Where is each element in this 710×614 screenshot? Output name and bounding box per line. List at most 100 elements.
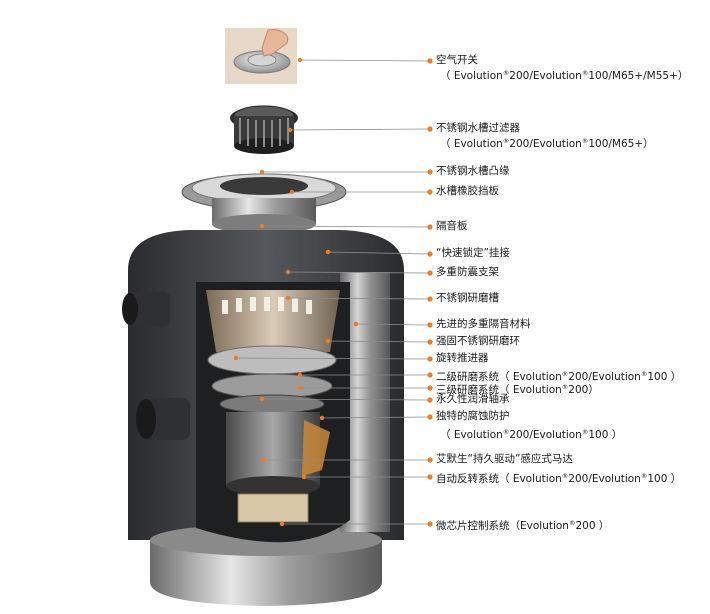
- leader-tip-dot: [233, 355, 239, 361]
- registered-mark: ®: [502, 137, 510, 145]
- registered-mark: ®: [581, 428, 589, 436]
- callout-anti-vibration: 多重防震支架: [436, 266, 499, 279]
- callout-text: 隔音板: [436, 220, 468, 232]
- leader-tip-dot: [259, 396, 265, 402]
- callout-text: 永久性润滑轴承: [436, 393, 510, 405]
- callout-text: 艾默生“持久驱动”感应式马达: [436, 453, 573, 465]
- callout-text: 微芯片控制系统（Evolution: [436, 520, 569, 532]
- models-part-1: （ Evolution: [440, 429, 503, 441]
- leader-tip-dot: [325, 338, 331, 344]
- leader-dot: [427, 521, 433, 527]
- leader-dot: [427, 322, 433, 328]
- registered-mark: ®: [502, 428, 510, 436]
- sink-flange-image: [181, 173, 347, 234]
- leader-line: [287, 297, 429, 300]
- registered-mark: ®: [640, 370, 648, 378]
- callout-models: （ Evolution®200/Evolution®100/M65+）: [436, 135, 654, 151]
- models-part-1: （ Evolution: [440, 138, 503, 150]
- callout-sound-baffle: 隔音板: [436, 220, 468, 233]
- models-part-3: 100/M65+/M55+）: [588, 70, 689, 82]
- callout-auto-reverse: 自动反转系统（ Evolution®200/Evolution®100 ）: [436, 470, 681, 486]
- callout-text: 不锈钢水槽凸缘: [436, 165, 510, 177]
- leader-tip-dot: [289, 189, 295, 195]
- leader-tip-dot: [319, 415, 325, 421]
- leader-line: [261, 225, 429, 228]
- callout-induction-motor: 艾默生“持久驱动”感应式马达: [436, 453, 573, 466]
- callout-text: 空气开关: [436, 54, 478, 66]
- callout-text: 三级研磨系统（ Evolution: [436, 384, 562, 396]
- callout-air-switch: 空气开关 （ Evolution®200/Evolution®100/M65+/…: [436, 54, 688, 83]
- callout-grind-ring: 强固不锈钢研磨环: [436, 335, 520, 348]
- leader-dot: [427, 126, 433, 132]
- leader-line: [355, 323, 429, 326]
- leader-tip-dot: [287, 127, 293, 133]
- callout-text: 不锈钢水槽过滤器: [436, 122, 520, 134]
- leader-tip-dot: [297, 372, 303, 378]
- leader-dot: [427, 474, 433, 480]
- callout-swivel-impellers: 旋转推进器: [436, 352, 489, 365]
- callout-models: （ Evolution®200/Evolution®100/M65+/M55+）: [436, 67, 688, 83]
- leader-dot: [427, 457, 433, 463]
- callout-text: 旋转推进器: [436, 352, 489, 364]
- registered-mark: ®: [568, 519, 576, 527]
- callout-text: 独特的腐蚀防护: [436, 410, 510, 422]
- callout-grinding-chamber: 不锈钢研磨槽: [436, 292, 499, 305]
- callout-text: 多重防震支架: [436, 266, 499, 278]
- leader-dot: [427, 270, 433, 276]
- registered-mark: ®: [502, 69, 510, 77]
- models-part-3: 100 ）: [647, 371, 682, 383]
- callout-text: 先进的多重隔音材料: [436, 318, 531, 330]
- leader-tip-dot: [353, 321, 359, 327]
- models-part-2: 200）: [568, 384, 599, 396]
- registered-mark: ®: [581, 69, 589, 77]
- callout-text: 自动反转系统（ Evolution: [436, 473, 562, 485]
- leader-dot: [427, 385, 433, 391]
- callout-models: （ Evolution®200/Evolution®100 ）: [436, 426, 622, 442]
- leader-tip-dot: [285, 269, 291, 275]
- leader-tip-dot: [261, 457, 267, 463]
- leader-dot: [427, 58, 433, 64]
- leader-dot: [427, 414, 433, 420]
- leader-dot: [427, 169, 433, 175]
- leader-dot: [427, 356, 433, 362]
- callout-text: 二级研磨系统（ Evolution: [436, 371, 562, 383]
- models-part-2: 200/Evolution: [509, 70, 582, 82]
- leader-dot: [427, 224, 433, 230]
- leader-tip-dot: [297, 57, 303, 63]
- leader-dot: [427, 397, 433, 403]
- models-part-2: 200/Evolution: [509, 138, 582, 150]
- callout-sink-flange: 不锈钢水槽凸缘: [436, 165, 510, 178]
- callout-text: “快速锁定”挂接: [436, 247, 510, 259]
- callout-two-stage-grind: 二级研磨系统（ Evolution®200/Evolution®100 ）: [436, 368, 681, 384]
- callout-text: 强固不锈钢研磨环: [436, 335, 520, 347]
- air-switch-image: [225, 28, 297, 84]
- leader-tip-dot: [285, 295, 291, 301]
- leader-dot: [427, 251, 433, 257]
- leader-dot: [427, 189, 433, 195]
- callout-bearing: 永久性润滑轴承: [436, 393, 510, 406]
- callout-text: 水槽橡胶挡板: [436, 185, 499, 197]
- leader-line: [321, 416, 429, 419]
- models-part-1: （ Evolution: [440, 70, 503, 82]
- leader-tip-dot: [259, 223, 265, 229]
- registered-mark: ®: [561, 383, 569, 391]
- leader-dot: [427, 296, 433, 302]
- models-part-3: 100 ）: [588, 429, 623, 441]
- callout-corrosion-protection: 独特的腐蚀防护 （ Evolution®200/Evolution®100 ）: [436, 410, 622, 442]
- models-part-2: 200/Evolution: [568, 473, 641, 485]
- leader-tip-dot: [259, 169, 265, 175]
- leader-line: [287, 271, 429, 274]
- leader-tip-dot: [279, 521, 285, 527]
- registered-mark: ®: [640, 472, 648, 480]
- callout-microchip-control: 微芯片控制系统（Evolution®200 ）: [436, 517, 609, 533]
- leader-dot: [427, 339, 433, 345]
- leader-line: [289, 128, 429, 131]
- callout-leaders: [233, 57, 433, 527]
- leader-line: [327, 340, 429, 343]
- leader-line: [235, 357, 429, 360]
- models-part-3: 100 ）: [647, 473, 682, 485]
- leader-line: [261, 398, 429, 401]
- leader-line: [327, 251, 429, 255]
- sink-strainer-image: [230, 105, 298, 154]
